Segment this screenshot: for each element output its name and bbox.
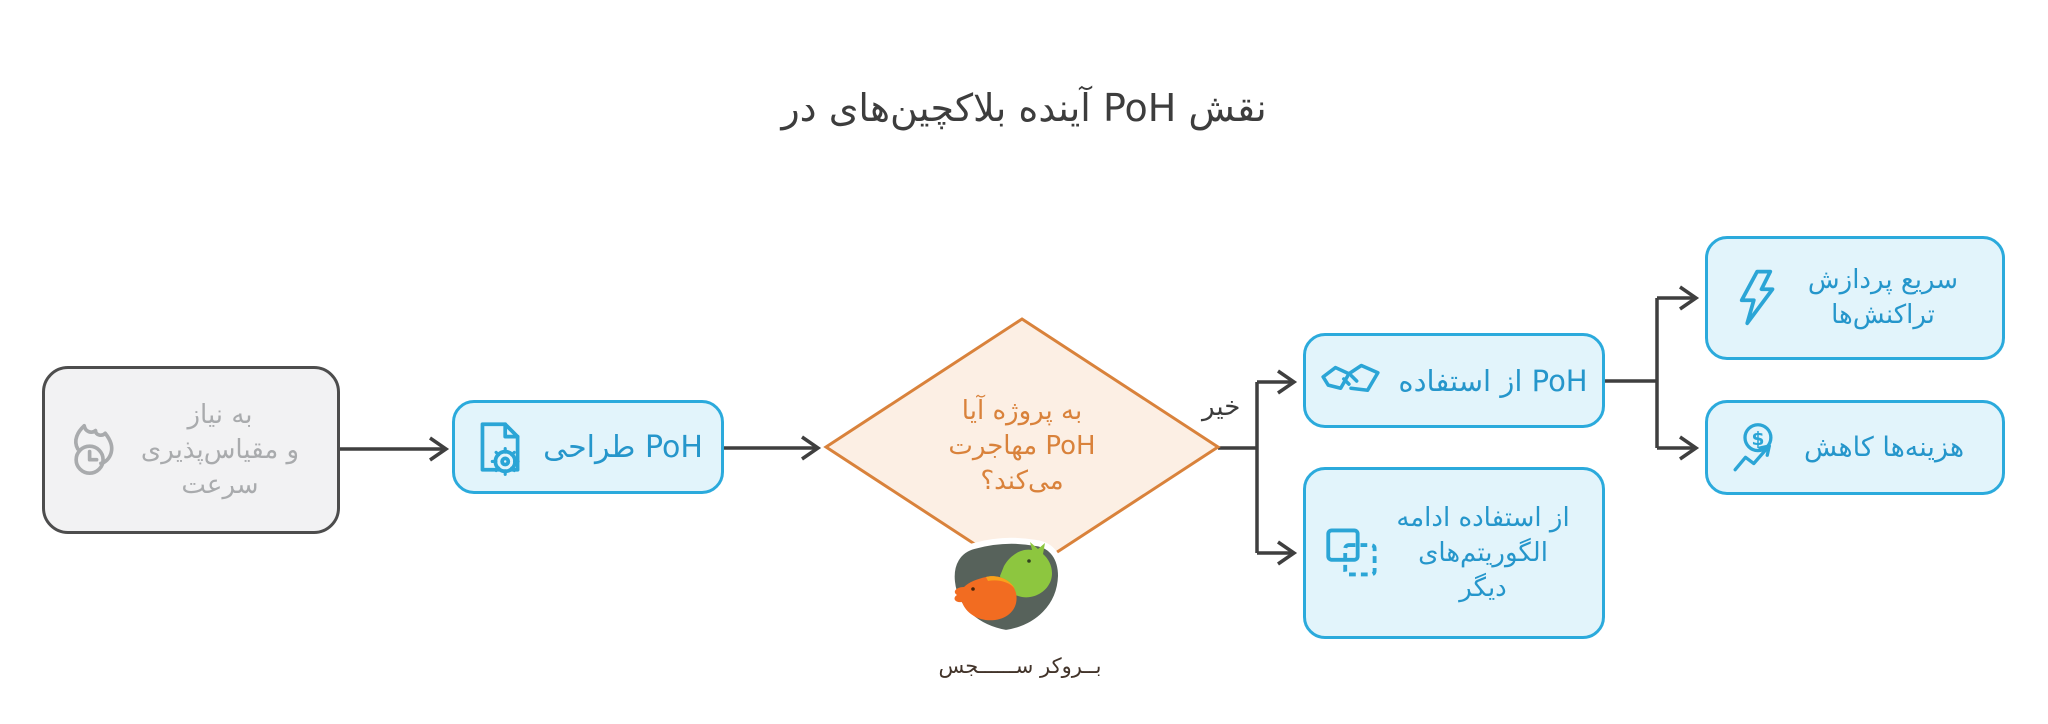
flame-clock-icon [69, 422, 121, 478]
node-label: استفاده‎ از‎ PoH [1398, 363, 1588, 398]
node-label: نیاز‎ به‎ مقیاس‌پذیری‎ و‎ سرعت‎ [121, 398, 319, 503]
logo-bear-eye [971, 587, 975, 591]
label-line: نیاز‎ به‎ [187, 399, 253, 430]
label-line: سرعت‎ [181, 469, 259, 500]
logo-bear-highlight [986, 576, 1015, 589]
handshake-icon [1320, 361, 1382, 401]
overlapping-squares-icon [1326, 528, 1378, 578]
label-line: پردازش‎ سریع‎ [1807, 265, 1959, 295]
label-line: مهاجرت‎ PoH [948, 431, 1096, 461]
bull-bear-logo [948, 537, 1065, 637]
label-line: آیا‎ پروژه‎ به‎ [961, 396, 1083, 426]
node-need-scalability: نیاز‎ به‎ مقیاس‌پذیری‎ و‎ سرعت‎ [42, 366, 340, 534]
label-line: الگوریتم‌های‎ [1418, 537, 1548, 568]
node-design-poh: طراحی‎ PoH [452, 400, 724, 494]
node-label: ادامه‎ استفاده‎ از‎ الگوریتم‌های‎ دیگر‎ [1378, 501, 1588, 606]
logo-bull [1000, 542, 1053, 598]
document-gear-icon [473, 416, 525, 478]
node-cost-reduction: $ کاهش‎ هزینه‌ها‎ [1705, 400, 2005, 495]
lightning-bolt-icon [1734, 268, 1778, 328]
node-label: پردازش‎ سریع‎ تراکنش‌ها‎ [1778, 263, 1988, 333]
label-line: مقیاس‌پذیری‎ و‎ [140, 434, 300, 465]
node-label: کاهش‎ هزینه‌ها‎ [1804, 432, 1965, 463]
label-line: دیگر‎ [1459, 572, 1507, 603]
node-continue-other-algorithms: ادامه‎ استفاده‎ از‎ الگوریتم‌های‎ دیگر‎ [1303, 467, 1605, 639]
node-label: طراحی‎ PoH [543, 429, 703, 465]
svg-text:$: $ [1751, 428, 1764, 449]
brand-logo-text: ســــــجس‎ بــروکر‎ [938, 654, 1102, 678]
label-line: می‌کند؟‎ [980, 466, 1064, 496]
dollar-growth-icon: $ [1730, 422, 1790, 474]
node-fast-transaction-processing: پردازش‎ سریع‎ تراکنش‌ها‎ [1705, 236, 2005, 360]
logo-bull-eye [1027, 559, 1031, 563]
label-line: تراکنش‌ها‎ [1831, 300, 1935, 330]
edge-label-no: خیر [1202, 392, 1241, 422]
node-use-poh: استفاده‎ از‎ PoH [1303, 333, 1605, 428]
brand-logo: ســــــجس‎ بــروکر‎ [935, 530, 1105, 678]
label-line: ادامه‎ استفاده‎ از‎ [1396, 502, 1570, 533]
diagram-title: در‎ بلاکچین‌های‎ آینده‎ PoH نقش‎ [781, 86, 1267, 130]
node-decision-migrate: آیا‎ پروژه‎ به‎ مهاجرت‎ PoH می‌کند؟‎ [907, 394, 1137, 499]
logo-bear [954, 576, 1017, 621]
